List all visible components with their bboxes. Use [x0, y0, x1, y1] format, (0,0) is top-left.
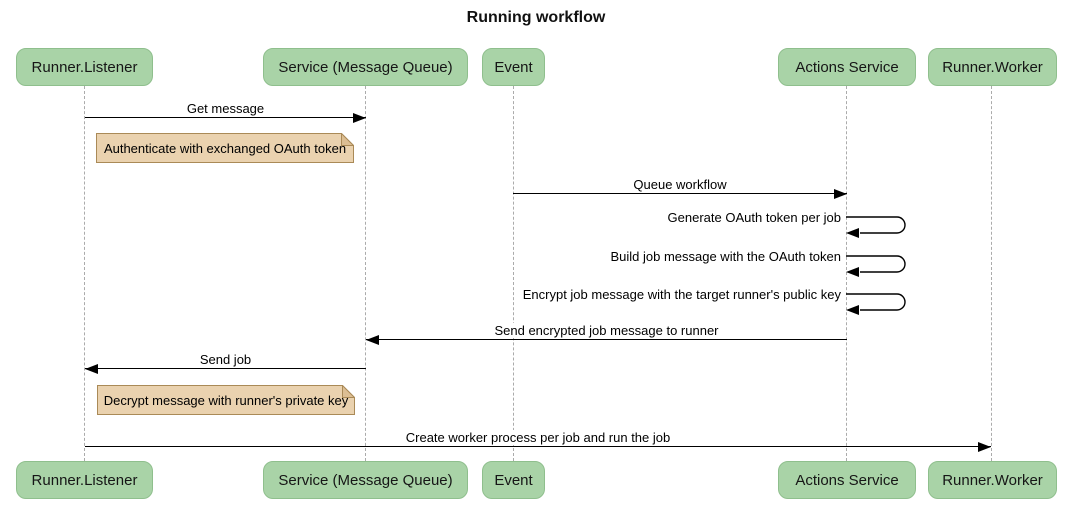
message-line-queue-workflow [513, 193, 847, 194]
arrowhead-create-worker [978, 442, 991, 452]
actor-top-service-message-queue: Service (Message Queue) [263, 48, 468, 86]
actor-top-runner-listener: Runner.Listener [16, 48, 153, 86]
arrowhead-send-job [85, 364, 98, 374]
actor-bottom-runner-worker: Runner.Worker [928, 461, 1057, 499]
message-label-build-job-message: Build job message with the OAuth token [610, 249, 841, 264]
actor-bottom-actions-service: Actions Service [778, 461, 916, 499]
note-shape-authenticate [96, 133, 354, 163]
lifeline-runner-worker [991, 86, 992, 461]
lifeline-actions-service [846, 86, 847, 461]
self-loop-build-job-message [846, 255, 906, 277]
message-line-get-message [85, 117, 366, 118]
actor-top-runner-worker: Runner.Worker [928, 48, 1057, 86]
message-label-get-message: Get message [85, 101, 366, 116]
self-loop-generate-oauth-token [846, 216, 906, 238]
message-line-create-worker [85, 446, 991, 447]
note-authenticate: Authenticate with exchanged OAuth token [103, 140, 347, 156]
actor-bottom-runner-listener: Runner.Listener [16, 461, 153, 499]
diagram-title: Running workflow [466, 9, 606, 26]
actor-top-actions-service: Actions Service [778, 48, 916, 86]
note-shape-decrypt [97, 385, 355, 415]
actor-bottom-service-message-queue: Service (Message Queue) [263, 461, 468, 499]
message-line-send-encrypted-job [366, 339, 847, 340]
actor-bottom-event: Event [482, 461, 545, 499]
message-line-send-job [85, 368, 366, 369]
arrowhead-send-encrypted-job [366, 335, 379, 345]
note-decrypt: Decrypt message with runner's private ke… [103, 392, 349, 408]
lifeline-event [513, 86, 514, 461]
message-label-create-worker: Create worker process per job and run th… [85, 430, 991, 445]
message-label-send-encrypted-job: Send encrypted job message to runner [366, 323, 847, 338]
lifeline-runner-listener [84, 86, 85, 461]
arrowhead-queue-workflow [834, 189, 847, 199]
message-label-encrypt-job-message: Encrypt job message with the target runn… [522, 287, 841, 302]
message-label-generate-oauth-token: Generate OAuth token per job [667, 210, 841, 225]
actor-top-event: Event [482, 48, 545, 86]
message-label-send-job: Send job [85, 352, 366, 367]
lifeline-service-message-queue [365, 86, 366, 461]
message-label-queue-workflow: Queue workflow [513, 177, 847, 192]
self-loop-encrypt-job-message [846, 293, 906, 315]
arrowhead-get-message [353, 113, 366, 123]
